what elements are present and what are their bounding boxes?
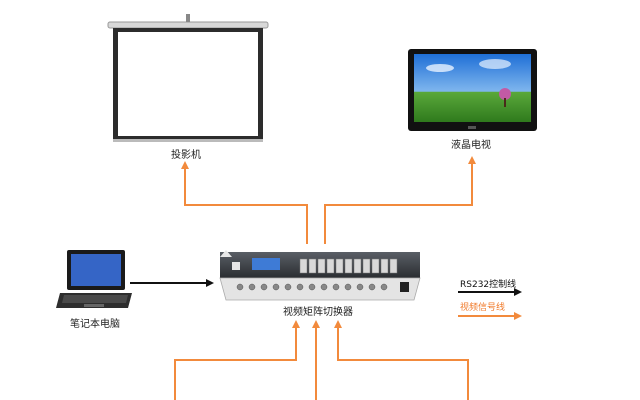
tv-icon xyxy=(408,49,537,131)
laptop-label: 笔记本电脑 xyxy=(70,319,120,330)
signal-line-to-tv xyxy=(324,156,476,244)
projector-label: 投影机 xyxy=(171,150,201,161)
signal-line-input-3 xyxy=(334,320,469,400)
signal-line-to-projector xyxy=(181,161,308,244)
matrix-switcher-icon xyxy=(219,250,421,301)
matrix-label: 视频矩阵切换器 xyxy=(283,307,353,318)
signal-line-input-1 xyxy=(174,320,300,400)
laptop-icon xyxy=(56,250,132,308)
tv-label: 液晶电视 xyxy=(451,140,491,151)
legend-video-label: 视频信号线 xyxy=(460,303,506,313)
projector-screen-icon xyxy=(107,14,269,142)
legend-rs232-label: RS232控制线 xyxy=(460,280,517,290)
